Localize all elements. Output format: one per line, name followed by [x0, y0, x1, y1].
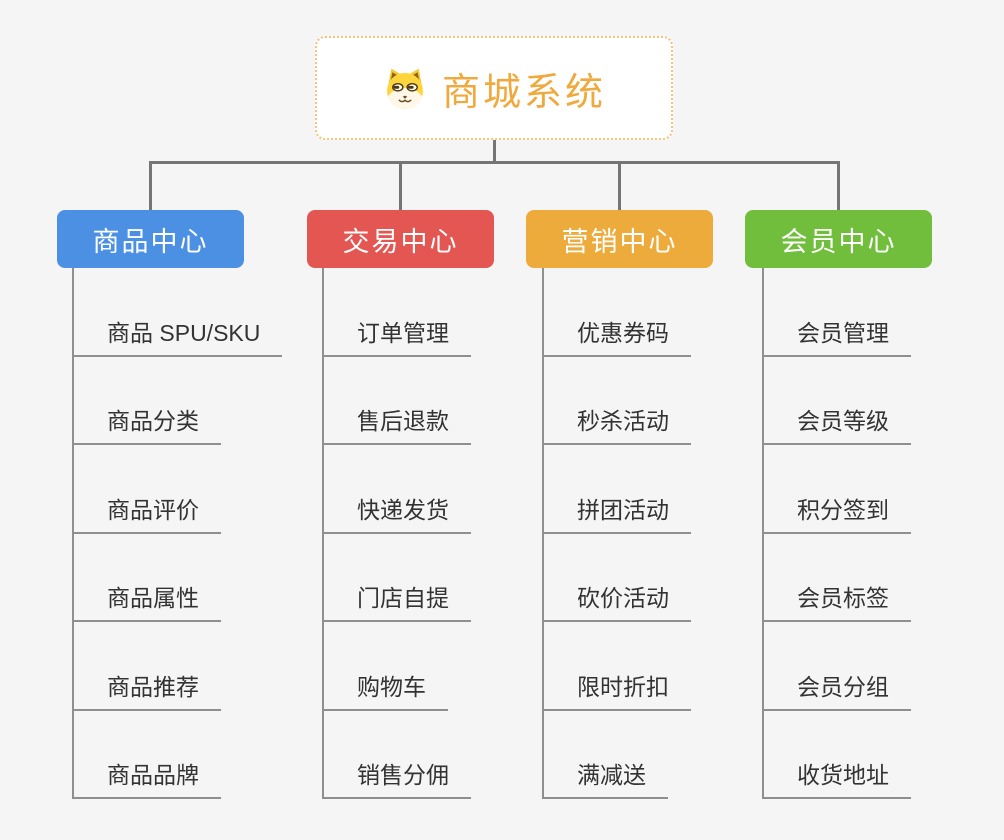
leaf-node: 门店自提 — [324, 534, 471, 622]
connector-drop-4 — [837, 161, 840, 210]
leaf-node: 会员标签 — [764, 534, 911, 622]
leaf-node: 会员分组 — [764, 622, 911, 711]
branch-box-member-center[interactable]: 会员中心 — [745, 210, 932, 268]
leaf-node: 优惠券码 — [544, 268, 691, 357]
connector-drop-3 — [618, 161, 621, 210]
leaf-label[interactable]: 会员标签 — [764, 579, 911, 622]
branch-label: 交易中心 — [342, 226, 459, 257]
leaf-label[interactable]: 商品推荐 — [74, 668, 221, 711]
leaf-node: 商品推荐 — [74, 622, 282, 711]
leaf-node: 会员管理 — [764, 268, 911, 357]
leaf-label[interactable]: 商品评价 — [74, 491, 221, 534]
leaf-node: 快递发货 — [324, 445, 471, 534]
connector-root-stem — [493, 140, 496, 163]
leaf-label[interactable]: 秒杀活动 — [544, 402, 691, 445]
leaf-node: 商品 SPU/SKU — [74, 268, 283, 357]
leaf-label[interactable]: 会员管理 — [764, 314, 911, 357]
leaf-node: 销售分佣 — [324, 711, 471, 799]
leaf-label[interactable]: 商品分类 — [74, 402, 221, 445]
leaf-node: 商品评价 — [74, 445, 282, 534]
leaf-node: 商品品牌 — [74, 711, 282, 799]
leaf-label[interactable]: 售后退款 — [324, 402, 471, 445]
leaf-label[interactable]: 砍价活动 — [544, 579, 691, 622]
branch-box-trade-center[interactable]: 交易中心 — [307, 210, 494, 268]
leaf-node: 限时折扣 — [544, 622, 691, 711]
branch-label: 商品中心 — [92, 226, 209, 257]
dog-icon — [382, 65, 428, 111]
leaf-node: 秒杀活动 — [544, 357, 691, 445]
leaf-column-marketing: 优惠券码 秒杀活动 拼团活动 砍价活动 限时折扣 满减送 — [542, 268, 691, 799]
leaf-node: 砍价活动 — [544, 534, 691, 622]
branch-label: 营销中心 — [561, 226, 678, 257]
leaf-node: 收货地址 — [764, 711, 911, 799]
leaf-label[interactable]: 会员分组 — [764, 668, 911, 711]
leaf-label[interactable]: 会员等级 — [764, 402, 911, 445]
connector-drop-1 — [149, 161, 152, 210]
leaf-node: 商品分类 — [74, 357, 282, 445]
leaf-label[interactable]: 快递发货 — [324, 491, 471, 534]
leaf-label[interactable]: 优惠券码 — [544, 314, 691, 357]
leaf-node: 满减送 — [544, 711, 691, 799]
branch-box-product-center[interactable]: 商品中心 — [57, 210, 244, 268]
leaf-column-trade: 订单管理 售后退款 快递发货 门店自提 购物车 销售分佣 — [322, 268, 471, 799]
connector-drop-2 — [399, 161, 402, 210]
leaf-node: 会员等级 — [764, 357, 911, 445]
leaf-label[interactable]: 门店自提 — [324, 579, 471, 622]
root-node[interactable]: 商城系统 — [315, 36, 673, 140]
leaf-column-member: 会员管理 会员等级 积分签到 会员标签 会员分组 收货地址 — [762, 268, 911, 799]
leaf-column-product: 商品 SPU/SKU 商品分类 商品评价 商品属性 商品推荐 商品品牌 — [72, 268, 283, 799]
leaf-label[interactable]: 积分签到 — [764, 491, 911, 534]
leaf-node: 积分签到 — [764, 445, 911, 534]
branch-label: 会员中心 — [780, 226, 897, 257]
leaf-node: 售后退款 — [324, 357, 471, 445]
leaf-label[interactable]: 商品 SPU/SKU — [74, 314, 283, 357]
leaf-label[interactable]: 收货地址 — [764, 756, 911, 799]
leaf-label[interactable]: 满减送 — [544, 756, 668, 799]
leaf-label[interactable]: 订单管理 — [324, 314, 471, 357]
branch-box-marketing-center[interactable]: 营销中心 — [526, 210, 713, 268]
leaf-label[interactable]: 限时折扣 — [544, 668, 691, 711]
leaf-label[interactable]: 商品属性 — [74, 579, 221, 622]
leaf-label[interactable]: 拼团活动 — [544, 491, 691, 534]
leaf-node: 拼团活动 — [544, 445, 691, 534]
leaf-label[interactable]: 销售分佣 — [324, 756, 471, 799]
leaf-label[interactable]: 商品品牌 — [74, 756, 221, 799]
leaf-node: 商品属性 — [74, 534, 282, 622]
leaf-label[interactable]: 购物车 — [324, 668, 448, 711]
leaf-node: 购物车 — [324, 622, 471, 711]
root-title: 商城系统 — [441, 71, 606, 114]
leaf-node: 订单管理 — [324, 268, 471, 357]
connector-rail — [149, 161, 839, 164]
